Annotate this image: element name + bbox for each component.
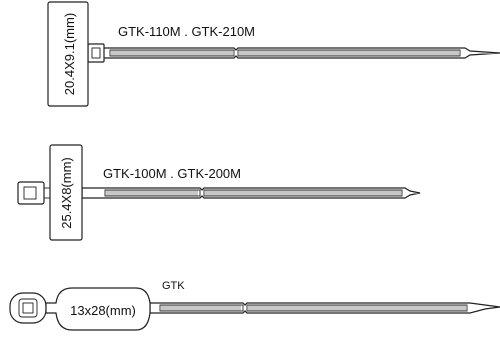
tie-3-head [9,292,47,324]
tie-3-serration-ticks [161,305,466,311]
tie-2-model-label: GTK-100M . GTK-200M [103,166,241,181]
tie-2-neck [43,187,51,199]
tie-1-serration-ticks [111,50,459,56]
tie-2-lock-slot [23,186,37,200]
tie-1-lock-slot [91,47,101,59]
tie-2-strap [81,187,421,199]
tie-1-tag [47,1,89,107]
tie-3-model-label: GTK [162,280,185,292]
cable-tie-2: 25.4X8(mm) GTK-100M . GTK-200M [17,144,421,241]
tie-3-lock-frame [18,298,38,318]
tie-2-serration-left [104,189,201,197]
cable-tie-3: 13x28(mm) GTK [9,280,500,331]
tie-2-serration-right [203,189,403,197]
tie-2-tag [49,144,83,241]
tie-2-serration-ticks [106,190,401,196]
cable-tie-1: 20.4X9.1(mm) GTK-110M . GTK-210M [47,1,500,107]
tie-3-tag-size: 13x28(mm) [70,303,136,318]
tie-1-serration-right [237,49,461,57]
tie-1-head [87,43,105,63]
tie-3-tag [45,287,151,331]
tie-2-head [17,181,45,205]
tie-1-strap [85,47,500,59]
tie-1-model-label: GTK-110M . GTK-210M [118,24,255,39]
tie-1-tag-size: 20.4X9.1(mm) [62,13,77,95]
tie-3-lock-slot [22,302,34,314]
tie-2-tag-size: 25.4X8(mm) [59,157,74,229]
tie-3-serration-left [159,304,244,312]
